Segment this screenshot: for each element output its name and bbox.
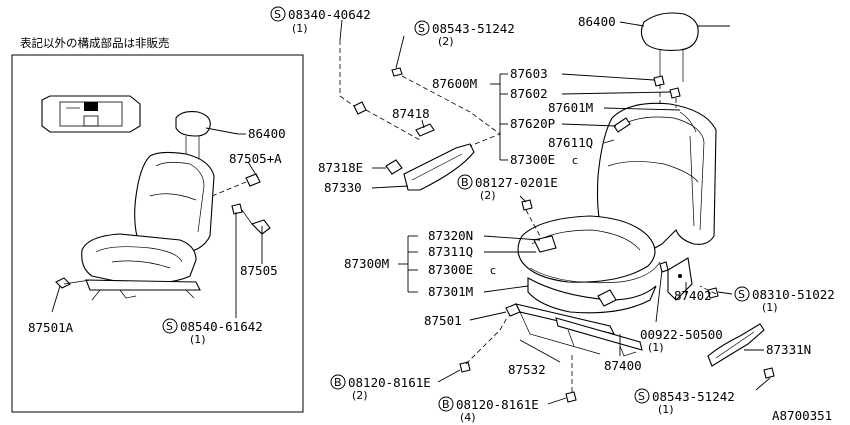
label-08310-51022: 08310-51022 [752,287,835,302]
label-87600m: 87600M [432,76,477,91]
label-00922-50500: 00922-50500 [640,327,723,342]
label-87418: 87418 [392,106,430,121]
label-86400: 86400 [578,14,616,29]
label-08120-8161e-a: 08120-8161E [348,375,431,390]
inset-seat-illustration [55,111,271,301]
figure-id: A8700351 [772,408,832,423]
inset-panel: 表記以外の構成部品は非販売 [11,36,304,413]
cushion-87300m [517,215,661,314]
label-87301m: 87301M [428,284,473,299]
symbol-b-letter: B [461,176,469,189]
inset-caption: 表記以外の構成部品は非販売 [20,36,170,50]
clip-87602-icon [669,87,681,99]
car-locator-icon [41,95,141,133]
inset-label-87501a: 87501A [28,320,74,335]
bolt-08127-icon [521,199,533,211]
symbol-s-circle [734,286,750,302]
label-87300e-cushion: 87300E [428,262,473,277]
label-87318e: 87318E [318,160,363,175]
label-08543-51242-top: 08543-51242 [432,21,515,36]
screw-08310-icon [707,287,719,299]
label-08340-qty: (1) [292,22,308,35]
inset-label-87505a: 87505+A [229,151,282,166]
label-87402: 87402 [674,288,712,303]
label-87532: 87532 [508,362,546,377]
symbol-b-circle [457,174,473,190]
symbol-b-letter: B [334,376,342,389]
side-shield-87330 [385,123,475,191]
symbol-s-circle [634,388,650,404]
symbol-s-letter: S [418,22,425,35]
label-08120-8161e-b: 08120-8161E [456,397,539,412]
label-87400: 87400 [604,358,642,373]
label-87300m: 87300M [344,256,389,271]
label-08127-qty: (2) [480,189,496,202]
clip-87603-icon [653,75,665,87]
clip-glyph: c [490,264,496,277]
label-87601m: 87601M [548,100,593,115]
backrest-87600m [596,102,717,253]
inset-label-08540: 08540-61642 [180,319,263,334]
label-08120-a-qty: (2) [352,389,368,402]
symbol-s-letter: S [738,288,745,301]
inset-label-08540-qty: (1) [190,333,206,346]
label-08543-51242-bottom: 08543-51242 [652,389,735,404]
bolt-08120-b-icon [565,391,577,403]
label-87501: 87501 [424,313,462,328]
label-87602: 87602 [510,86,548,101]
label-08120-b-qty: (4) [460,411,476,424]
label-87611q: 87611Q [548,135,593,150]
inset-label-87505: 87505 [240,263,278,278]
symbol-s-letter: S [638,390,645,403]
label-08543-bottom-qty: (1) [658,403,674,416]
screw-08543-top-icon [391,67,403,77]
seat-adjuster-87400 [505,289,643,357]
symbol-s-circle [414,20,430,36]
inset-frame [11,54,304,413]
label-87331n: 87331N [766,342,811,357]
symbol-b-letter: B [442,398,450,411]
symbol-s-letter: S [274,8,281,21]
symbol-b-circle [330,374,346,390]
screw-08340-icon [353,101,367,115]
bolt-08120-a-icon [459,361,471,373]
symbol-s-circle [162,318,178,334]
label-87620p: 87620P [510,116,555,131]
label-08543-top-qty: (2) [438,35,454,48]
leader-lines [339,19,771,391]
label-08127-0201e: 08127-0201E [475,175,558,190]
label-08340-40642: 08340-40642 [288,7,371,22]
label-08310-qty: (1) [762,301,778,314]
label-87603: 87603 [510,66,548,81]
symbol-s-letter: S [166,320,173,333]
label-87330: 87330 [324,180,362,195]
dashed-guides [339,40,717,392]
recliner-cover-87331n [707,323,765,367]
clip-glyph: c [572,154,578,167]
symbol-s-circle [270,6,286,22]
label-87311q: 87311Q [428,244,473,259]
headrest-86400 [640,12,699,82]
symbol-b-circle [438,396,454,412]
screw-08543-bot-icon [763,367,775,379]
label-00922-qty: (1) [648,341,664,354]
label-87320n: 87320N [428,228,473,243]
inset-label-86400: 86400 [248,126,286,141]
callout-labels: S 08340-40642 (1) S 08543-51242 (2) 8760… [270,6,835,424]
label-87300e-back: 87300E [510,152,555,167]
